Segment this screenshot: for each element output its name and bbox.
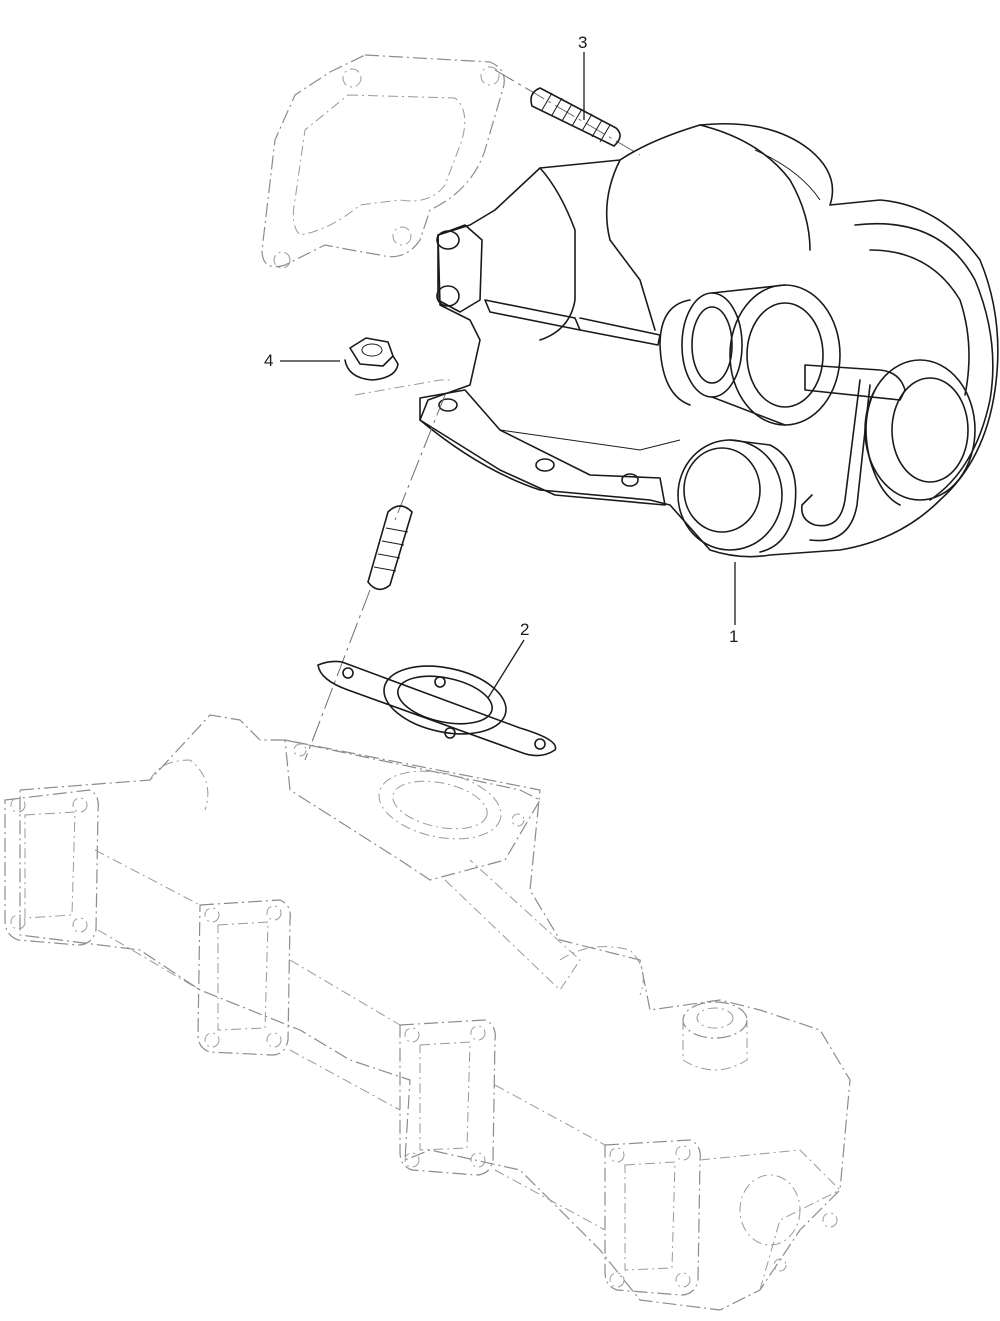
phantom-exhaust-manifold: [4, 714, 851, 1311]
nut: [344, 337, 399, 381]
lower-axis-to-manifold: [304, 589, 371, 761]
callout-1: 1: [729, 627, 739, 646]
leader-2: [487, 639, 525, 699]
callout-2: 2: [520, 620, 530, 639]
phantom-flange-gasket: [261, 54, 505, 269]
lower-stud-axis: [394, 394, 446, 521]
gasket: [317, 660, 557, 757]
callout-3: 3: [578, 33, 588, 52]
callout-4: 4: [264, 351, 274, 370]
stud-lower: [367, 505, 413, 591]
nut-alignment: [354, 379, 452, 396]
stud-top: [530, 87, 621, 147]
turbocharger: [419, 122, 999, 558]
